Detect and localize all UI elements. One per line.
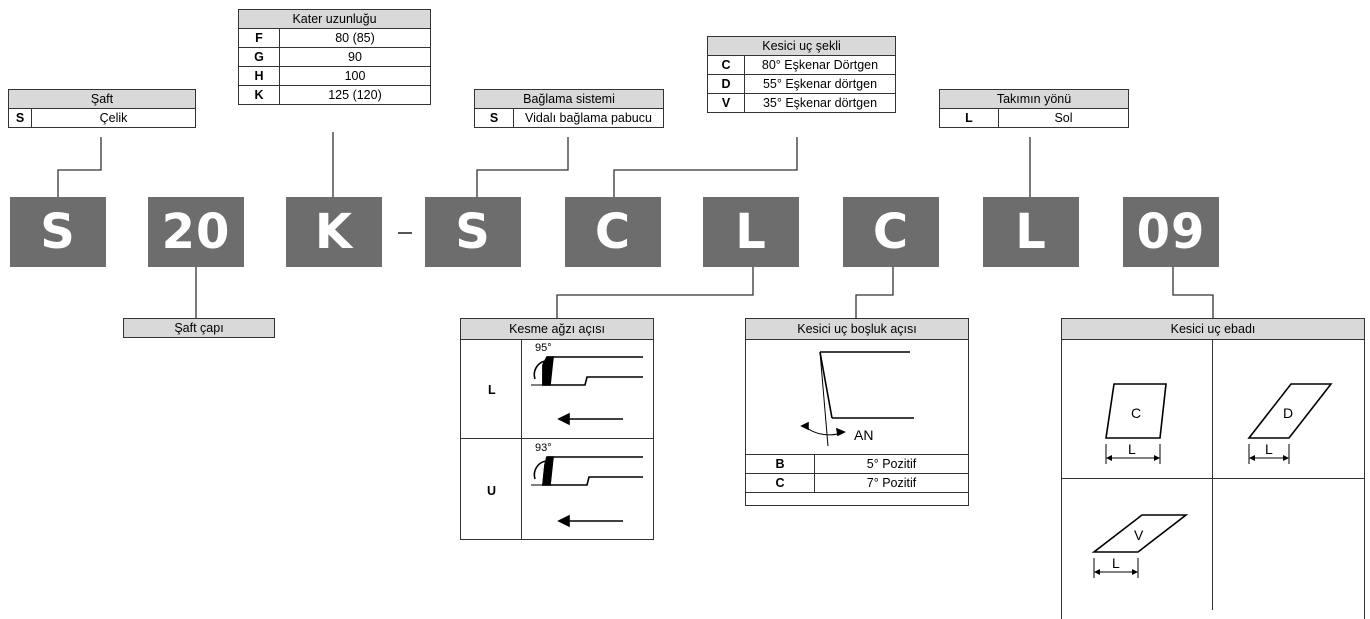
cutting-angle-key-l: L (488, 383, 496, 397)
table-cell: Çelik (31, 108, 196, 128)
table-cell: D (707, 74, 745, 94)
table-cell: G (238, 47, 280, 67)
table-cell: 80° Eşkenar Dörtgen (744, 55, 896, 75)
table-cell: 7° Pozitif (814, 473, 969, 493)
shape-label-v: V (1134, 527, 1144, 543)
cutting-angle-title: Kesme ağzı açısı (461, 319, 653, 340)
panel-divider (1212, 340, 1213, 610)
table-cell: 35° Eşkenar dörtgen (744, 93, 896, 113)
shaft-diameter-title: Şaft çapı (123, 318, 275, 338)
panel-divider (461, 438, 653, 439)
angle-label-95: 95° (535, 342, 552, 354)
length-table-title: Kater uzunluğu (238, 9, 431, 29)
table-cell: C (745, 473, 815, 493)
table-cell: 80 (85) (279, 28, 431, 48)
table-cell: 5° Pozitif (814, 454, 969, 474)
clearance-diagram: AN (800, 351, 914, 447)
code-box-direction: L (983, 197, 1079, 267)
code-box-clamping: S (425, 197, 521, 267)
clamping-table-title: Bağlama sistemi (474, 89, 664, 109)
table-cell: S (8, 108, 32, 128)
cutting-angle-panel: Kesme ağzı açısı L U 95° 93° (460, 318, 654, 540)
table-cell: B (745, 454, 815, 474)
direction-table-title: Takımın yönü (939, 89, 1129, 109)
code-box-length: K (286, 197, 382, 267)
table-cell: 55° Eşkenar dörtgen (744, 74, 896, 94)
dim-label: L (1265, 441, 1273, 457)
table-cell: Vidalı bağlama pabucu (513, 108, 664, 128)
table-cell: F (238, 28, 280, 48)
code-separator (398, 232, 412, 234)
table-cell: K (238, 85, 280, 105)
table-cell: Sol (998, 108, 1129, 128)
table-cell: 125 (120) (279, 85, 431, 105)
clearance-title: Kesici uç boşluk açısı (746, 319, 968, 340)
an-label: AN (854, 427, 873, 443)
insert-size-title: Kesici uç ebadı (1062, 319, 1364, 340)
panel-divider (1062, 478, 1364, 479)
code-box-clearance: C (843, 197, 939, 267)
table-cell: L (939, 108, 999, 128)
dim-label: L (1112, 555, 1120, 571)
table-cell: 90 (279, 47, 431, 67)
code-box-diameter: 20 (148, 197, 244, 267)
table-cell: 100 (279, 66, 431, 86)
insert-shape-table-title: Kesici uç şekli (707, 36, 896, 56)
panel-divider (521, 340, 522, 539)
table-cell: V (707, 93, 745, 113)
insert-shapes: C L D L V L (1091, 383, 1333, 578)
code-box-shaft: S (10, 197, 106, 267)
shaft-table-title: Şaft (8, 89, 196, 109)
table-cell: S (474, 108, 514, 128)
code-box-cutting-angle: L (703, 197, 799, 267)
cutting-angle-key-u: U (487, 484, 497, 498)
code-box-insert-size: 09 (1123, 197, 1219, 267)
cutting-angle-diagrams: 95° 93° (531, 342, 643, 528)
angle-label-93: 93° (535, 442, 552, 454)
table-cell: H (238, 66, 280, 86)
insert-size-panel: Kesici uç ebadı C L D L V (1061, 318, 1365, 619)
dim-label: L (1128, 441, 1136, 457)
shape-label-c: C (1131, 405, 1141, 421)
shaft-diameter-label: Şaft çapı (123, 318, 275, 338)
code-box-insert-shape: C (565, 197, 661, 267)
table-cell: C (707, 55, 745, 75)
shape-label-d: D (1283, 405, 1293, 421)
